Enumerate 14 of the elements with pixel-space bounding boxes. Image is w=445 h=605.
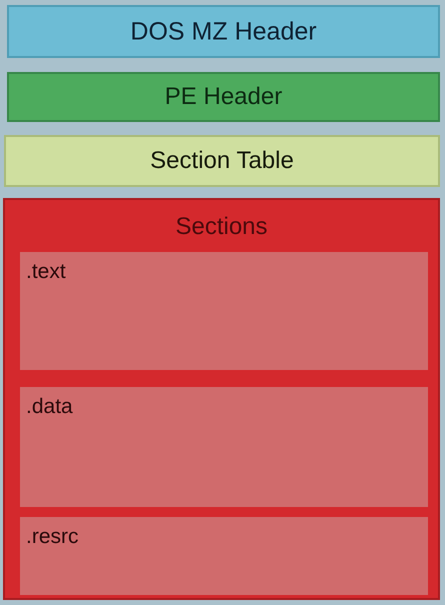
section-label: .text xyxy=(26,260,66,284)
block-label: PE Header xyxy=(164,84,282,110)
block-label: DOS MZ Header xyxy=(130,18,317,46)
panel-title: Sections xyxy=(175,214,268,240)
section-block xyxy=(20,387,428,507)
header-block xyxy=(7,5,440,58)
section-block xyxy=(20,252,428,370)
section-label: .resrc xyxy=(26,525,78,548)
sections-panel xyxy=(3,198,440,600)
section-label: .data xyxy=(26,395,73,418)
header-block xyxy=(7,72,440,122)
table-block xyxy=(4,135,440,187)
section-block xyxy=(20,517,428,595)
block-label: Section Table xyxy=(150,148,294,174)
